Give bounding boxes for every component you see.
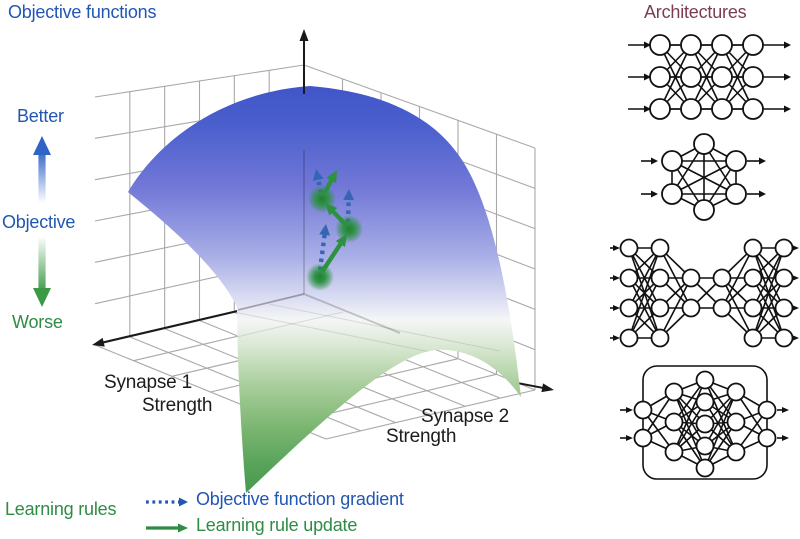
synapse2-axis-label-line1: Synapse 2 [421,406,509,427]
network-feedforward [628,34,791,120]
network-all-to-all [641,133,766,221]
objective-axis-arrow [299,29,309,94]
worse-label: Worse [12,312,63,332]
objective-functions-title: Objective functions [8,2,157,22]
network-bottleneck [610,238,799,348]
objective-label: Objective [2,212,76,232]
weight-point [306,263,334,291]
worse-down-arrow-icon [33,288,51,307]
legend-gradient-label: Objective function gradient [196,489,404,509]
better-label: Better [17,106,64,126]
objective-gradient-arrow [343,189,355,223]
legend-keys [146,497,188,533]
synapse1-axis-label-line2: Strength [142,395,213,416]
through-surface-lines [133,150,501,362]
legend-update-label: Learning rule update [196,515,358,535]
x1-axis-arrow [92,308,247,347]
network-feedback-loop [620,365,789,480]
objective-gradient-arrow [317,224,331,271]
trajectory [306,169,363,291]
architectures-title: Architectures [644,2,747,22]
learning-rules-title: Learning rules [5,499,117,519]
weight-point [308,185,336,213]
synapse1-axis-label-line1: Synapse 1 [104,372,192,393]
synapse2-axis-label-line2: Strength [386,426,457,447]
feedback-loop-path [642,365,768,480]
weight-point [335,215,363,243]
objective-scale-arrows [33,136,51,307]
better-up-arrow-icon [33,136,51,155]
